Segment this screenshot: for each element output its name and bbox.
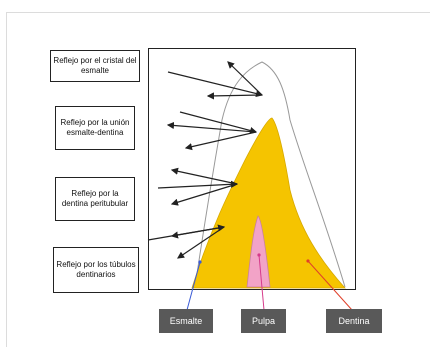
label-cristal-esmalte: Reflejo por el cristal del esmalte: [50, 50, 140, 82]
arrow-cristal-3: [206, 92, 263, 100]
tag-pulpa-text: Pulpa: [251, 316, 276, 326]
label-tubulos-dentinarios: Reflejo por los túbulos dentinarios: [53, 247, 139, 293]
pulp-shape: [246, 215, 271, 288]
tag-pulpa: Pulpa: [241, 309, 286, 333]
enamel-outline: [194, 61, 346, 288]
tag-dentina: Dentina: [326, 309, 382, 333]
label-tubulos-dentinarios-text: Reflejo por los túbulos dentinarios: [56, 260, 136, 279]
dentin-shape: [191, 117, 346, 289]
arrow-tubulos-3: [177, 226, 225, 259]
pointer-pulpa-dot: [257, 253, 261, 257]
tag-esmalte-text: Esmalte: [169, 316, 203, 326]
arrow-cristal-1: [167, 71, 264, 98]
arrow-tubulos-2: [170, 226, 225, 239]
frame-left-rule: [6, 12, 7, 347]
arrow-union-2: [166, 121, 257, 133]
arrow-peri-1: [157, 180, 239, 189]
pointer-dentina: [307, 260, 353, 311]
label-union-esmalte-dentina: Reflejo por la unión esmalte-dentina: [55, 106, 135, 150]
arrow-union-1: [179, 111, 258, 134]
arrow-cristal-2: [227, 61, 263, 96]
label-union-esmalte-dentina-text: Reflejo por la unión esmalte-dentina: [60, 118, 130, 137]
pointer-esmalte: [186, 261, 201, 311]
frame-top-rule: [6, 12, 430, 13]
arrow-peri-2: [170, 167, 238, 185]
tag-esmalte: Esmalte: [159, 309, 213, 333]
label-dentina-peritubular-text: Reflejo por la dentina peritubular: [61, 189, 129, 208]
pointer-esmalte-dot: [198, 260, 202, 264]
tag-dentina-text: Dentina: [338, 316, 370, 326]
pointer-pulpa: [258, 254, 265, 311]
arrow-union-3: [184, 131, 257, 151]
label-dentina-peritubular: Reflejo por la dentina peritubular: [55, 177, 135, 221]
label-cristal-esmalte-text: Reflejo por el cristal del esmalte: [53, 56, 137, 75]
arrow-peri-3: [170, 183, 238, 206]
pointer-dentina-dot: [306, 259, 310, 263]
